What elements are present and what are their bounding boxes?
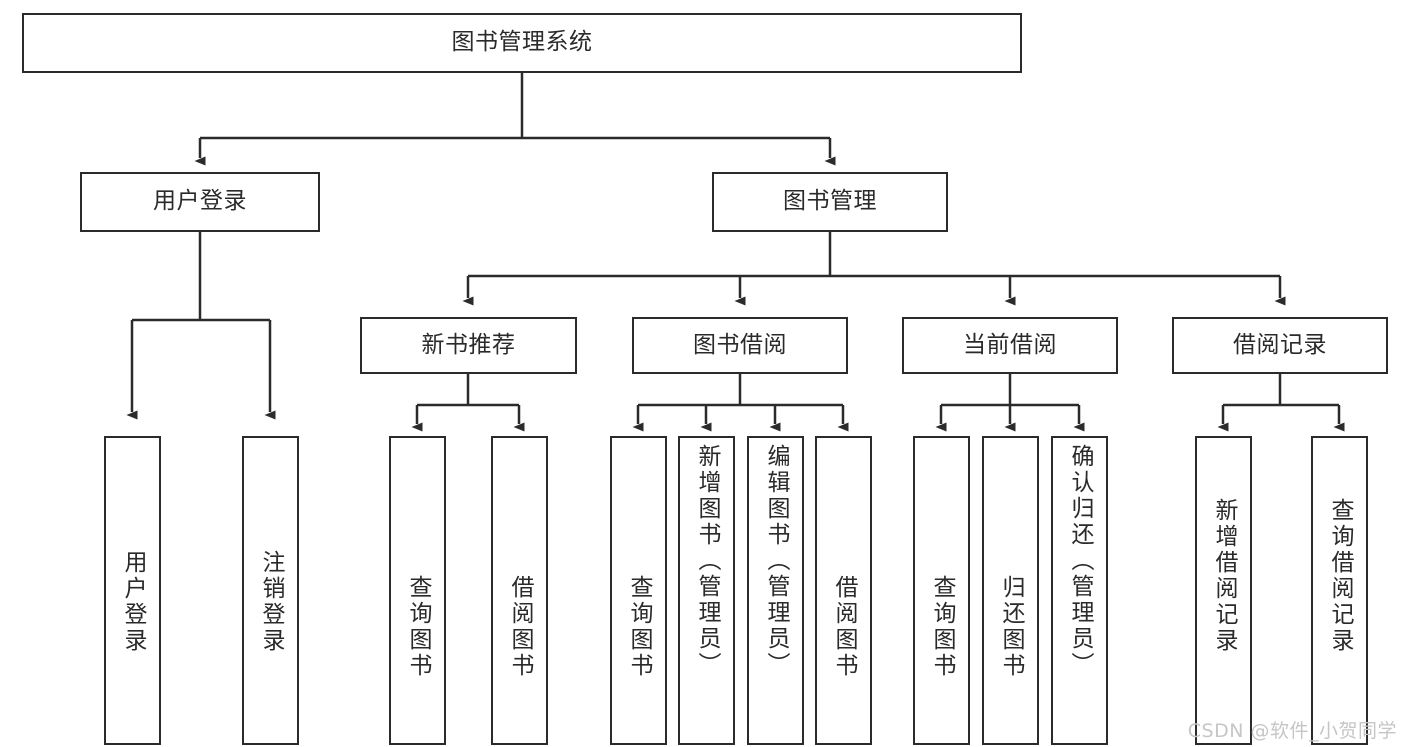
node-book-borrow-label: 图书借阅: [693, 331, 787, 358]
node-book-manage-label: 图书管理: [783, 188, 877, 215]
node-leaf-return-book-label: 归还图书: [998, 575, 1024, 679]
node-leaf-borrow-book-1[interactable]: 借阅图书: [491, 436, 548, 745]
node-leaf-confirm-return[interactable]: 确认归还（管理员）: [1051, 436, 1108, 745]
node-user-login-label: 用户登录: [153, 188, 247, 215]
node-borrow-record[interactable]: 借阅记录: [1172, 317, 1388, 374]
node-leaf-query-record[interactable]: 查询借阅记录: [1311, 436, 1368, 745]
node-leaf-add-book-label: 新增图书（管理员）: [694, 444, 720, 678]
node-leaf-query-record-label: 查询借阅记录: [1327, 498, 1353, 654]
node-leaf-query-book-2-label: 查询图书: [626, 575, 652, 679]
node-leaf-user-login[interactable]: 用户登录: [104, 436, 161, 745]
node-borrow-record-label: 借阅记录: [1233, 331, 1327, 358]
node-leaf-user-login-label: 用户登录: [120, 550, 146, 654]
node-leaf-user-logout[interactable]: 注销登录: [242, 436, 299, 745]
node-leaf-borrow-book-2[interactable]: 借阅图书: [815, 436, 872, 745]
node-new-book-rec[interactable]: 新书推荐: [360, 317, 577, 374]
node-leaf-edit-book-label: 编辑图书（管理员）: [763, 444, 789, 678]
node-leaf-query-book-1-label: 查询图书: [405, 575, 431, 679]
node-current-borrow[interactable]: 当前借阅: [902, 317, 1118, 374]
node-leaf-query-book-3[interactable]: 查询图书: [913, 436, 970, 745]
node-leaf-add-book[interactable]: 新增图书（管理员）: [678, 436, 735, 745]
node-leaf-add-record-label: 新增借阅记录: [1211, 498, 1237, 654]
node-new-book-rec-label: 新书推荐: [421, 331, 516, 358]
node-user-login[interactable]: 用户登录: [80, 172, 320, 232]
node-leaf-return-book[interactable]: 归还图书: [982, 436, 1039, 745]
node-root[interactable]: 图书管理系统: [22, 13, 1022, 73]
node-book-borrow[interactable]: 图书借阅: [632, 317, 848, 374]
node-leaf-query-book-3-label: 查询图书: [929, 575, 955, 679]
node-leaf-query-book-1[interactable]: 查询图书: [389, 436, 446, 745]
node-leaf-borrow-book-2-label: 借阅图书: [831, 575, 857, 679]
node-leaf-edit-book[interactable]: 编辑图书（管理员）: [747, 436, 804, 745]
csdn-watermark: CSDN @软件_小贺同学: [1187, 720, 1397, 742]
node-leaf-user-logout-label: 注销登录: [258, 550, 284, 654]
node-current-borrow-label: 当前借阅: [963, 331, 1057, 358]
node-leaf-query-book-2[interactable]: 查询图书: [610, 436, 667, 745]
node-root-label: 图书管理系统: [451, 29, 593, 56]
node-leaf-add-record[interactable]: 新增借阅记录: [1195, 436, 1252, 745]
node-leaf-borrow-book-1-label: 借阅图书: [507, 575, 533, 679]
node-book-manage[interactable]: 图书管理: [712, 172, 948, 232]
node-leaf-confirm-return-label: 确认归还（管理员）: [1067, 444, 1093, 678]
